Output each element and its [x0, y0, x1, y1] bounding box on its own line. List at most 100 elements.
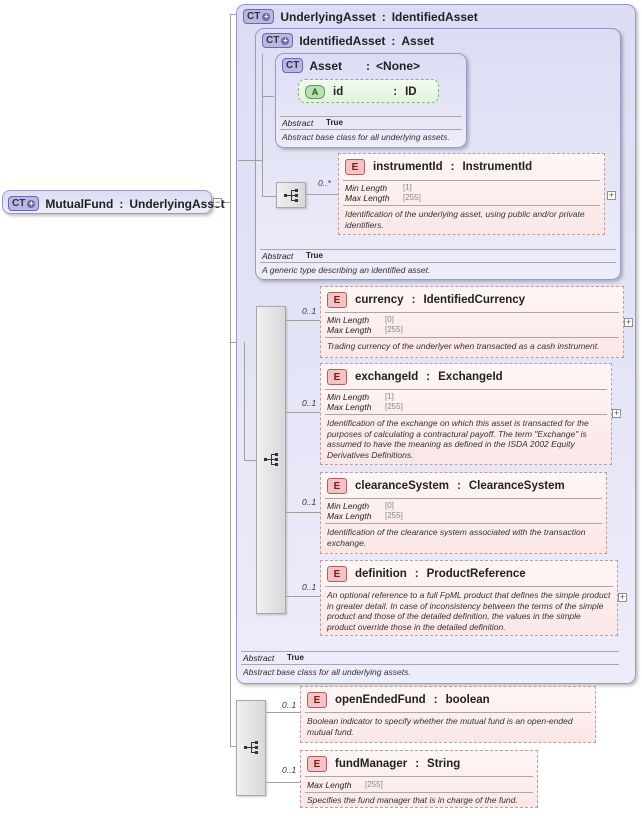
max-length-label: Max Length [327, 402, 372, 412]
type-name: IdentifiedAsset [299, 33, 386, 48]
cardinality: 0..1 [282, 765, 297, 775]
exchangeid-element[interactable]: E exchangeId : ExchangeId Min Length [1]… [320, 363, 612, 465]
base-type: Asset [401, 33, 435, 48]
element-documentation: Identification of the exchange on which … [327, 418, 589, 460]
complex-type-icon: CT [282, 58, 304, 73]
fundmanager-element[interactable]: E fundManager : String Max Length [255] … [300, 750, 538, 808]
element-documentation: Identification of the clearance system a… [327, 527, 586, 548]
element-type: ProductReference [426, 568, 526, 580]
abstract-label: Abstract [282, 118, 314, 128]
max-length-value: [255] [385, 511, 403, 520]
min-length-value: [0] [385, 315, 394, 324]
element-type: IdentifiedCurrency [423, 294, 526, 306]
id-attribute[interactable]: A id : ID [298, 79, 439, 103]
element-icon: E [345, 159, 365, 175]
expand-toggle[interactable]: + [618, 592, 627, 602]
abstract-label: Abstract [262, 251, 294, 261]
currency-element[interactable]: E currency : IdentifiedCurrency Min Leng… [320, 286, 624, 358]
attribute-separator: : [393, 86, 398, 98]
type-separator: : [381, 9, 386, 24]
element-separator: : [411, 294, 416, 306]
element-name: clearanceSystem [355, 480, 449, 492]
element-separator: : [426, 371, 431, 383]
base-type: IdentifiedAsset [391, 9, 478, 24]
element-documentation: Specifies the fund manager that is in ch… [307, 795, 518, 805]
element-name: definition [355, 568, 407, 580]
element-type: String [427, 758, 461, 770]
min-length-value: [1] [403, 183, 412, 192]
base-type: <None> [376, 58, 421, 73]
element-documentation: Identification of the underlying asset, … [345, 209, 585, 230]
element-type: ExchangeId [438, 371, 503, 383]
expand-toggle[interactable]: + [607, 190, 616, 200]
instrumentid-element[interactable]: E instrumentId : InstrumentId Min Length… [338, 153, 605, 235]
min-length-label: Min Length [345, 183, 388, 193]
connector-line [230, 14, 238, 15]
max-length-value: [255] [385, 325, 403, 334]
attribute-type: ID [405, 86, 417, 98]
openendedfund-element[interactable]: E openEndedFund : boolean Boolean indica… [300, 686, 596, 743]
min-length-label: Min Length [327, 315, 370, 325]
element-separator: : [415, 758, 420, 770]
collapse-toggle[interactable]: − [213, 197, 222, 207]
abstract-label: Abstract [243, 653, 275, 663]
min-length-value: [0] [385, 501, 394, 510]
element-type: ClearanceSystem [468, 480, 565, 492]
mutualfund-complex-type[interactable]: CT+ MutualFund : UnderlyingAsset [2, 190, 225, 214]
abstract-value: True [326, 118, 343, 127]
connector-line [262, 96, 274, 97]
connector-line [306, 194, 338, 195]
sequence-icon [244, 741, 258, 754]
cardinality: 0..1 [302, 398, 317, 408]
connector-line [244, 460, 256, 461]
type-separator: : [391, 33, 396, 48]
connector-line [230, 746, 236, 747]
element-icon: E [327, 369, 347, 385]
element-name: openEndedFund [335, 694, 426, 706]
cardinality: 0..* [318, 178, 331, 188]
type-name: UnderlyingAsset [280, 9, 376, 24]
element-type: boolean [445, 694, 490, 706]
element-icon: E [307, 756, 327, 772]
expand-toggle[interactable]: + [624, 317, 633, 327]
cardinality: 0..1 [282, 700, 297, 710]
connector-line [244, 342, 245, 460]
connector-line [262, 196, 276, 197]
clearancesystem-element[interactable]: E clearanceSystem : ClearanceSystem Min … [320, 472, 607, 554]
max-length-label: Max Length [327, 511, 372, 521]
sequence-icon [284, 189, 298, 202]
element-separator: : [414, 568, 419, 580]
sequence-compositor[interactable] [236, 700, 266, 796]
sequence-compositor[interactable] [276, 182, 306, 208]
complex-type-icon: CT+ [262, 33, 294, 48]
type-documentation: A generic type describing an identified … [262, 265, 431, 275]
abstract-value: True [287, 653, 304, 662]
connector-line [212, 202, 213, 203]
attribute-name: id [333, 86, 344, 98]
connector-line [286, 596, 320, 597]
element-icon: E [307, 692, 327, 708]
connector-line [286, 320, 320, 321]
connector-line [266, 712, 300, 713]
connector-line [238, 160, 262, 161]
element-name: exchangeId [355, 371, 419, 383]
element-documentation: Trading currency of the underlyer when t… [327, 341, 600, 351]
max-length-value: [255] [403, 193, 421, 202]
max-length-label: Max Length [327, 325, 372, 335]
element-icon: E [327, 292, 347, 308]
complex-type-icon: CT+ [243, 9, 275, 24]
min-length-label: Min Length [327, 392, 370, 402]
type-separator: : [119, 196, 124, 211]
cardinality: 0..1 [302, 306, 317, 316]
complex-type-icon: CT+ [8, 196, 40, 211]
expand-toggle[interactable]: + [612, 408, 621, 418]
cardinality: 0..1 [302, 582, 317, 592]
definition-element[interactable]: E definition : ProductReference An optio… [320, 560, 618, 636]
element-documentation: An optional reference to a full FpML pro… [327, 590, 611, 632]
connector-line [286, 412, 320, 413]
sequence-compositor[interactable] [256, 306, 286, 614]
max-length-value: [255] [385, 402, 403, 411]
sequence-icon [264, 453, 278, 466]
connector-line [286, 512, 320, 513]
type-documentation: Abstract base class for all underlying a… [243, 667, 411, 677]
